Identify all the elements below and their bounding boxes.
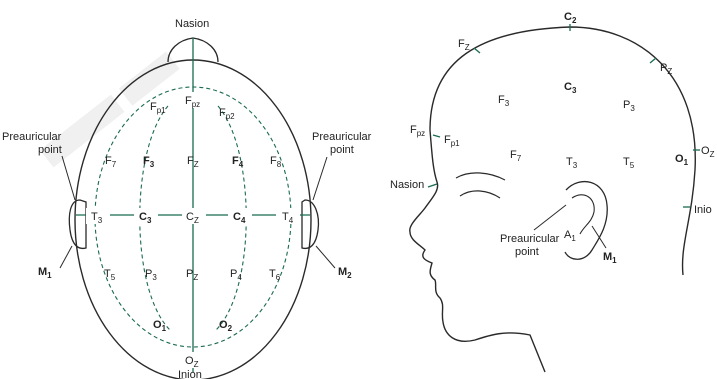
side-electrode-m1: M1 [603,251,617,265]
preauricular-left-label: Preauricular point [2,131,64,156]
ear-inner [572,195,594,234]
nasion-label-top: Nasion [175,18,209,30]
electrode-fz: FZ [187,155,199,169]
preauricular-left-pointer [62,156,75,200]
left-ear [69,200,86,248]
side-electrode-c3: C3 [564,81,577,95]
electrode-o2: O2 [219,319,233,333]
side-preauricular-label: Preauricular point [500,233,562,258]
electrode-o1: O1 [153,319,167,333]
side-electrode-t5: T5 [623,156,635,170]
top-view-diagram: Nasion Inion Preauricular point Preauric… [2,18,374,379]
side-electrode-fp1: Fp1 [444,134,460,148]
side-electrode-f7: F7 [510,149,522,163]
head-profile-outline [410,27,696,372]
electrode-m2: M2 [338,266,352,280]
electrode-m1: M1 [38,266,52,280]
m2-pointer [316,246,335,268]
side-electrode-p3: P3 [623,99,635,113]
side-electrode-f3: F3 [498,94,510,108]
m1-pointer [60,246,72,268]
electrode-fp1: Fp1 [150,101,166,115]
electrode-f3: F3 [143,155,155,169]
electrode-t5: T5 [104,268,116,282]
side-electrode-t3: T3 [566,156,578,170]
side-electrode-c2: C2 [564,11,577,25]
side-view-diagram: C2 FZ PZ C3 F3 P3 Fpz Fp1 F7 T3 T5 O1 OZ… [390,11,715,372]
side-preauricular-pointer [534,205,566,230]
electrode-pz: PZ [186,268,198,282]
preauricular-right-label: Preauricular point [312,131,374,156]
electrode-p4: P4 [230,268,242,282]
side-electrode-oz: OZ [701,145,715,159]
electrode-fp2: Fp2 [219,107,235,121]
electrode-f4: F4 [232,155,244,169]
side-electrode-fpz: Fpz [410,124,425,138]
inion-label-top: Inion [178,369,202,379]
electrode-f7: F7 [105,155,117,169]
eyebrow [456,173,505,180]
side-inion-label: Inio [694,204,712,216]
preauricular-right-pointer [313,157,327,200]
side-electrode-a1: A1 [564,229,576,243]
eye [460,191,500,198]
side-electrode-o1: O1 [675,153,689,167]
electrode-p3: P3 [145,268,157,282]
electrode-t6: T6 [269,268,281,282]
side-nasion-label: Nasion [390,179,424,191]
side-electrode-fz: FZ [458,38,470,52]
side-electrode-pz: PZ [660,62,672,76]
ear-outline [565,182,607,260]
